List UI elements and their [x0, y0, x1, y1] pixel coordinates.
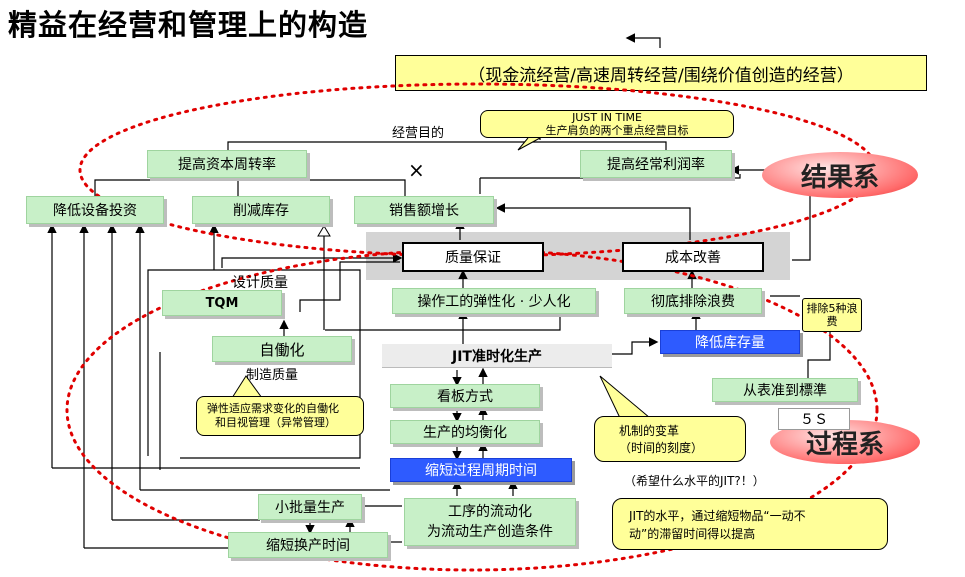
reduce-inventory-box: 削减库存	[192, 196, 330, 224]
jidoka-box: 自働化	[212, 336, 352, 362]
small-lot-box: 小批量生产	[258, 494, 362, 520]
result-tag: 结果系	[762, 152, 918, 198]
reduce-equipment-box: 降低设备投资	[26, 196, 164, 224]
jit-box: JIT准时化生产	[382, 344, 612, 368]
table-to-standard-box: 从表准到標準	[712, 378, 858, 402]
business-goal-label: 经营目的	[392, 126, 445, 141]
kanban-box: 看板方式	[390, 384, 540, 408]
lower-inventory-box: 降低库存量	[660, 330, 800, 354]
jit-level-line1: JIT的水平，通过缩短物品“一动不	[629, 509, 806, 523]
mechanism-line2: （时间的刻度）	[619, 441, 704, 455]
eliminate-5-box: 排除5种浪费	[802, 298, 862, 332]
shorten-cycle-box: 缩短过程周期时间	[390, 458, 572, 482]
jit-callout-line2: 生产肩负的两个重点经营目标	[545, 124, 689, 137]
leveling-box: 生产的均衡化	[390, 420, 540, 444]
flow-box: 工序的流动化 为流动生产创造条件	[404, 498, 576, 546]
times-symbol: ×	[408, 158, 425, 182]
manufacture-quality-label: 制造质量	[246, 368, 299, 383]
mechanism-callout: 机制的变革 （时间的刻度）	[594, 416, 746, 462]
capital-turnover-box: 提高资本周转率	[147, 150, 307, 178]
tqm-box: TQM	[162, 290, 282, 316]
changeover-box: 缩短换产时间	[228, 532, 388, 558]
jit-callout: JUST IN TIME 生产肩负的两个重点经营目标	[480, 110, 734, 138]
cost-improve-box: 成本改善	[622, 242, 764, 272]
flow-line2: 为流动生产创造条件	[427, 524, 553, 540]
eliminate-5-label: 排除5种浪费	[806, 302, 858, 328]
result-tag-label: 结果系	[800, 162, 879, 193]
mechanism-line1: 机制的变革	[619, 424, 680, 438]
eliminate-waste-box: 彻底排除浪费	[624, 288, 762, 314]
operator-flex-box: 操作工的弹性化 · 少人化	[392, 288, 596, 314]
process-tag-label: 过程系	[805, 429, 884, 460]
jidoka-note-line1: 弹性适应需求变化的自働化	[207, 402, 339, 415]
design-quality-label: 设计质量	[232, 275, 288, 291]
jidoka-note-callout: 弹性适应需求变化的自働化 和目视管理（异常管理）	[196, 396, 364, 436]
jit-level-line2: 动”的滞留时间得以提高	[629, 527, 756, 541]
flow-line1: 工序的流动化	[448, 504, 532, 520]
jidoka-note-line2: 和目视管理（异常管理）	[215, 416, 336, 429]
page-title: 精益在经营和管理上的构造	[8, 8, 369, 42]
jit-callout-line1: JUST IN TIME	[572, 111, 642, 124]
jit-level-question: （希望什么水平的JIT?！）	[624, 474, 765, 488]
profit-rate-box: 提高经常利润率	[580, 150, 732, 178]
sales-growth-box: 销售额增长	[354, 196, 494, 224]
banner: （现金流经营/高速周转经营/围绕价值创造的经营）	[395, 55, 927, 91]
jit-level-callout: JIT的水平，通过缩短物品“一动不 动”的滞留时间得以提高	[612, 498, 888, 550]
quality-assurance-box: 质量保证	[402, 242, 544, 272]
five-s-box: ５Ｓ	[778, 408, 850, 430]
